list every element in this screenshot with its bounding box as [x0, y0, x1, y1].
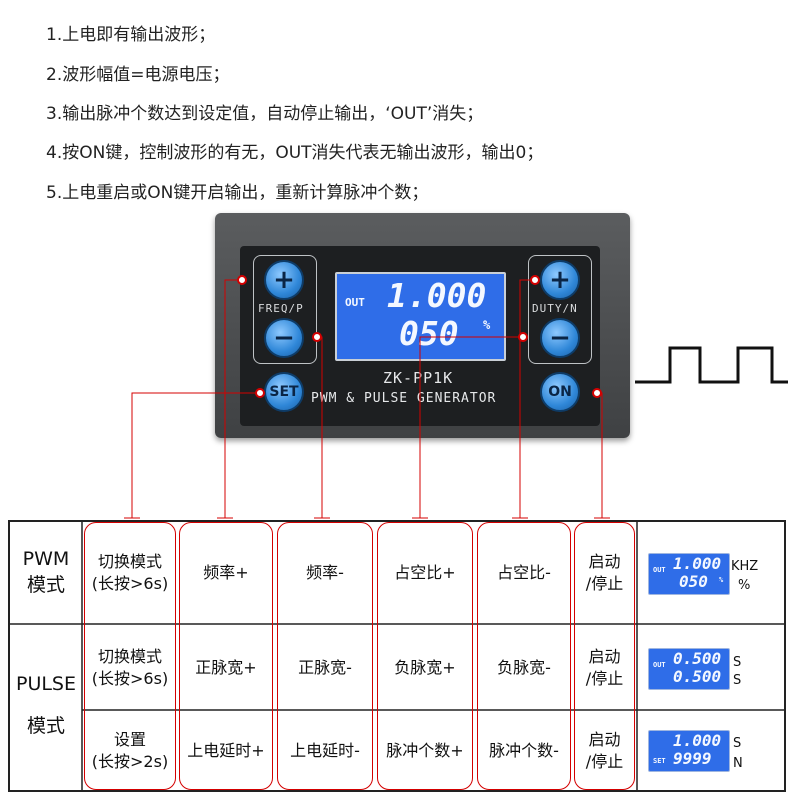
left-button-frame	[253, 255, 317, 364]
pulse-start-stop-2: 启动 /停止	[585, 730, 624, 771]
duty-minus-button[interactable]: −	[540, 318, 580, 358]
callout-dot-freq-plus	[237, 275, 247, 285]
lcd-out-tag: OUT	[345, 296, 365, 309]
minus-icon: −	[549, 323, 571, 353]
pulse-unit-2: S	[733, 673, 742, 688]
duty-label: DUTY/N	[532, 302, 578, 315]
lcd-value-1: 1.000	[387, 276, 487, 315]
instruction-1: 1.上电即有输出波形；	[46, 25, 216, 45]
mode-pulse: PULSE	[15, 673, 76, 696]
callout-dot-freq-minus	[312, 332, 322, 342]
duty-plus-button[interactable]: +	[540, 260, 580, 300]
pulse-pos-width-plus: 正脉宽+	[195, 658, 257, 678]
pulse-display-line1: 0.500	[673, 649, 722, 668]
pulse-delay-minus: 上电延时-	[290, 741, 360, 761]
on-button-label: ON	[548, 384, 572, 400]
pulse-start-stop: 启动 /停止	[585, 647, 624, 688]
mode-pulse-suffix: 模式	[26, 715, 65, 738]
pulse-count-minus: 脉冲个数-	[489, 741, 559, 761]
minus-icon: −	[273, 323, 295, 353]
setup-unit-1: S	[733, 736, 742, 751]
setup-display-line2: 9999	[673, 749, 712, 768]
callout-dot-duty-plus	[530, 275, 540, 285]
pwm-display-tag2: %	[719, 576, 724, 584]
pwm-freq-plus: 频率+	[203, 563, 249, 583]
right-button-frame	[528, 255, 592, 364]
pwm-start-stop: 启动 /停止	[585, 552, 624, 593]
mode-pwm: PWM 模式	[22, 548, 70, 596]
column-highlight-duty-minus	[477, 522, 571, 790]
column-highlight-duty-plus	[377, 522, 473, 790]
pulse-display-line2: 0.500	[673, 667, 722, 686]
pwm-display-line2: 050	[679, 572, 708, 591]
instruction-2: 2.波形幅值=电源电压；	[46, 65, 230, 85]
plus-icon: +	[549, 265, 571, 295]
instruction-3: 3.输出脉冲个数达到设定值，自动停止输出，‘OUT’消失；	[46, 104, 484, 124]
column-highlight-freq-minus	[277, 522, 373, 790]
lcd-unit: %	[483, 318, 491, 332]
set-button-label: SET	[269, 384, 299, 400]
device-subtitle: PWM & PULSE GENERATOR	[311, 391, 497, 406]
column-highlight-freq-plus	[179, 522, 273, 790]
instruction-4: 4.按ON键，控制波形的有无，OUT消失代表无输出波形，输出0；	[46, 143, 544, 163]
pulse-neg-width-minus: 负脉宽-	[497, 658, 551, 678]
pwm-unit-2: %	[738, 578, 751, 593]
pulse-pos-width-minus: 正脉宽-	[298, 658, 352, 678]
instruction-5: 5.上电重启或ON键开启输出，重新计算脉冲个数；	[46, 183, 429, 203]
pulse-delay-plus: 上电延时+	[187, 741, 265, 761]
pwm-set-function: 切换模式 (长按>6s)	[91, 552, 169, 593]
pwm-display-line1: 1.000	[673, 554, 722, 573]
pwm-display: OUT 1.000 050 %	[648, 553, 730, 595]
pulse-display-tag: OUT	[653, 661, 666, 669]
pulse-unit-1: S	[733, 655, 742, 670]
freq-plus-button[interactable]: +	[264, 260, 304, 300]
callout-dot-duty-minus	[518, 332, 528, 342]
pulse-setup-function: 设置 (长按>2s)	[91, 730, 169, 771]
pulse-count-plus: 脉冲个数+	[386, 741, 464, 761]
set-button[interactable]: SET	[264, 372, 304, 412]
pwm-freq-minus: 频率-	[306, 563, 344, 583]
pwm-duty-minus: 占空比-	[497, 563, 551, 583]
callout-dot-on	[592, 388, 602, 398]
pulse-display: OUT 0.500 0.500	[648, 648, 730, 690]
setup-display-line1: 1.000	[673, 731, 722, 750]
setup-display-tag: SET	[653, 757, 666, 765]
setup-display: SET 1.000 9999	[648, 730, 730, 772]
freq-label: FREQ/P	[258, 302, 304, 315]
freq-minus-button[interactable]: −	[264, 318, 304, 358]
column-highlight-set	[84, 522, 176, 790]
pwm-display-tag: OUT	[653, 566, 666, 574]
device-model: ZK-PP1K	[383, 369, 454, 387]
pulse-neg-width-plus: 负脉宽+	[394, 658, 456, 678]
on-button[interactable]: ON	[540, 372, 580, 412]
pwm-duty-plus: 占空比+	[394, 563, 456, 583]
callout-dot-set	[255, 388, 265, 398]
lcd-value-2: 050	[399, 314, 459, 353]
square-wave-icon	[635, 346, 788, 384]
setup-unit-2: N	[733, 756, 743, 771]
plus-icon: +	[273, 265, 295, 295]
function-table	[8, 520, 786, 792]
column-highlight-on	[574, 522, 635, 790]
pulse-set-function: 切换模式 (长按>6s)	[91, 647, 169, 688]
pwm-unit-1: KHZ	[731, 559, 759, 574]
